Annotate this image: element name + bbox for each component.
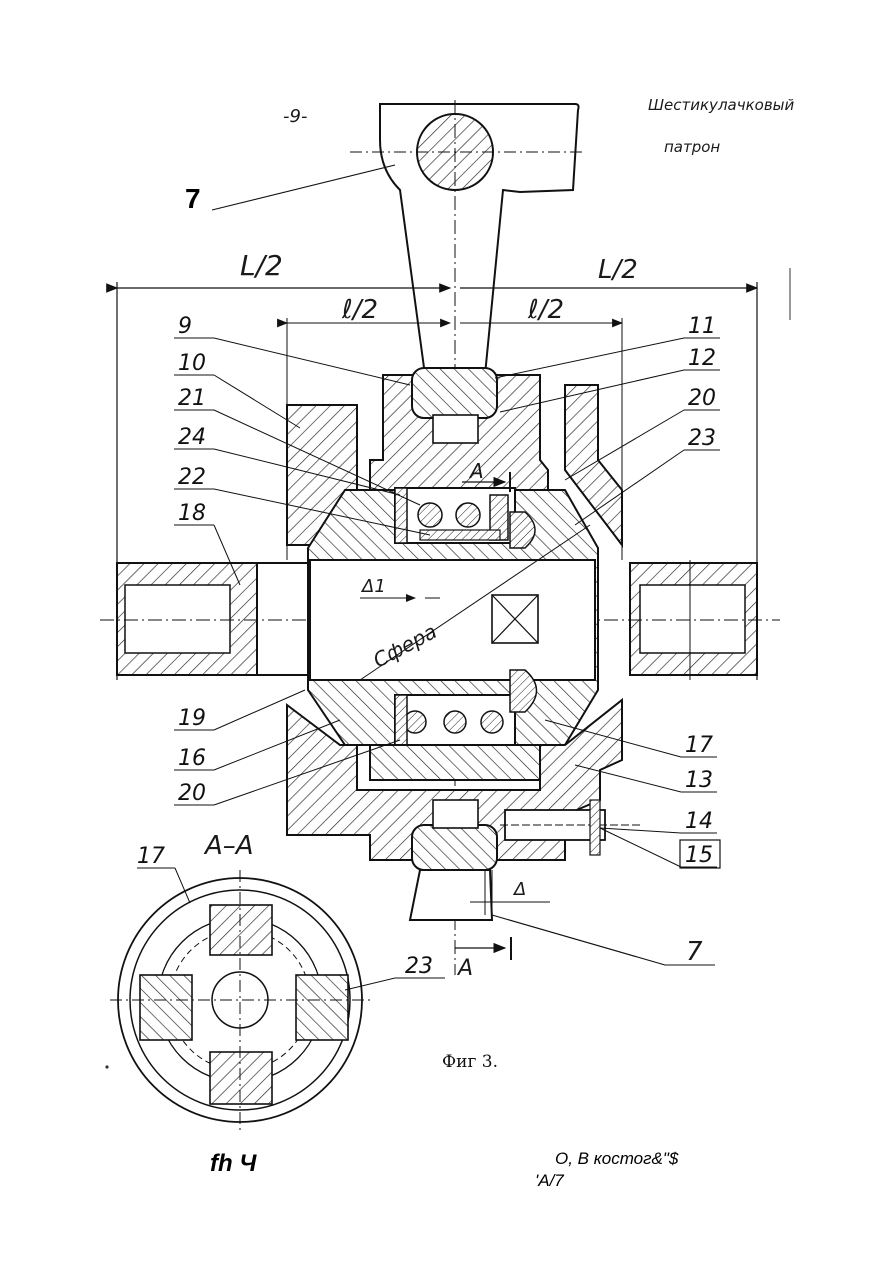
page-number: -9- [283,106,307,127]
footer-right-text: О, В костог&"$ 'А/7 [535,1148,678,1192]
dim-L-half-right: L/2 [598,255,638,285]
dim-l-half-right: ℓ/2 [527,295,564,325]
dim-l-half-left: ℓ/2 [341,295,378,325]
section-callout-17: 17 [137,844,165,869]
callout-7-top: 7 [185,183,201,214]
section-mark-A-top: A [468,459,484,483]
callout-20: 20 [178,781,206,806]
callout-18: 18 [178,501,206,526]
callout-21: 21 [178,386,206,411]
callout-22: 22 [178,465,206,490]
dim-L-half-left: L/2 [240,249,283,282]
figure-caption: Фиг 3. [442,1052,498,1072]
callout-leader-14 [600,828,681,833]
callout-19: 19 [178,706,206,731]
delta-label: Δ [512,879,526,900]
callout-10: 10 [178,351,206,376]
callout-14: 14 [685,809,713,834]
callout-leader-9 [214,338,410,385]
lever-top [350,104,582,375]
callout-23: 23 [688,426,716,451]
callout-9: 9 [178,314,192,339]
callout-13: 13 [685,768,713,793]
callout-7-bottom: 7 [686,937,703,967]
section-callout-23: 23 [405,954,433,979]
section-title: A–A [203,831,254,861]
callout-12: 12 [688,346,716,371]
callout-leader-11 [495,338,684,378]
callout-leader-15 [600,828,681,867]
callout-24: 24 [178,425,206,450]
lever-bottom [410,870,492,920]
callout-15: 15 [685,843,713,868]
footer-right-line1: О, В костог&"$ [535,1148,678,1170]
bearing-upper [395,488,535,548]
section-mark-A-bottom: A [456,956,473,981]
callout-16: 16 [178,746,206,771]
callout-20: 20 [688,386,716,411]
callout-11: 11 [688,314,716,339]
delta1-label: Δ1 [360,576,386,597]
footer-right-line2: 'А/7 [535,1170,678,1192]
footer-left-text: fh Ч [210,1150,256,1178]
header-title-line2: патрон [664,138,720,156]
header-title-line1: Шестикулачковый [648,96,795,114]
section-view-A-A [110,870,370,1130]
shaft-left [117,563,312,675]
callout-17: 17 [685,733,713,758]
